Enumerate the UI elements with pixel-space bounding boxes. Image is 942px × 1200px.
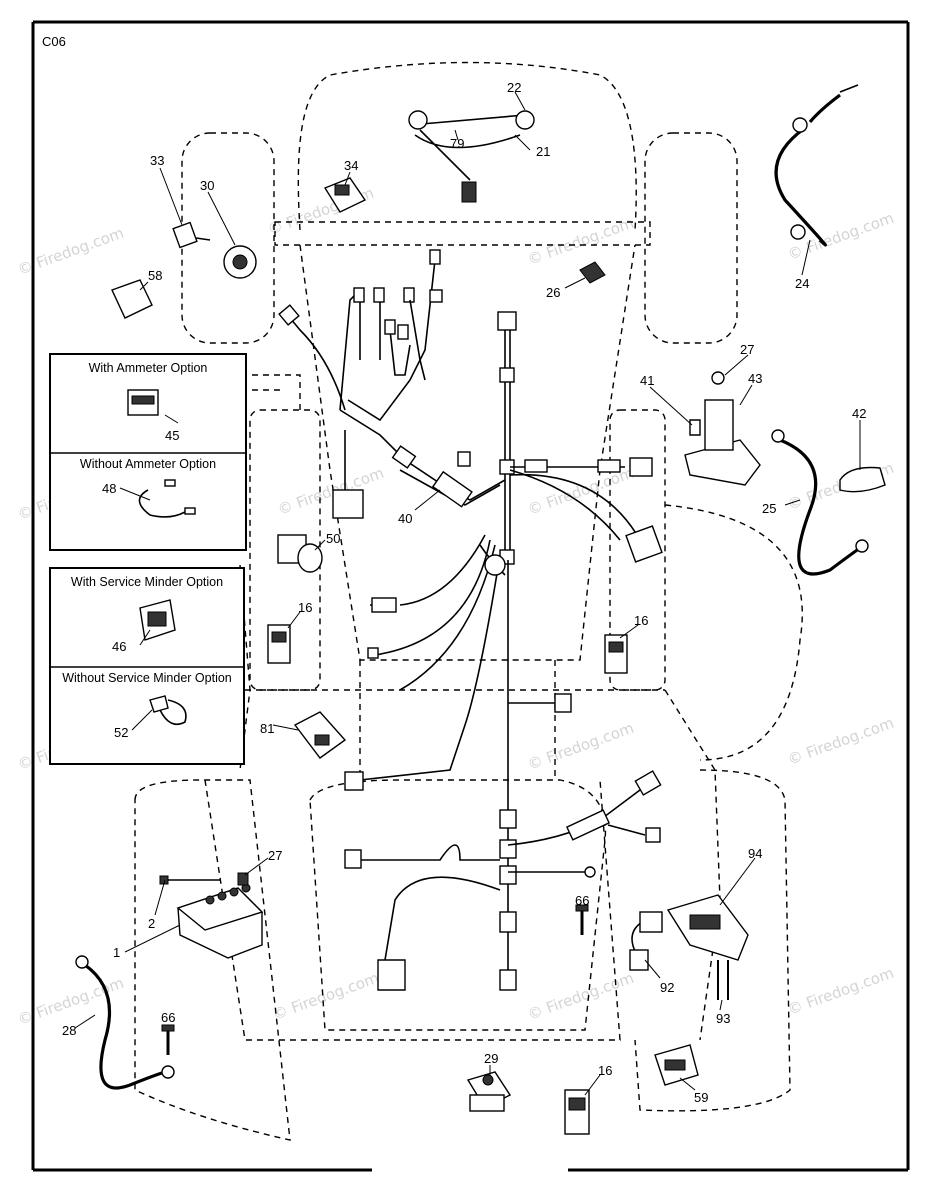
callout-81: 81 [260, 721, 274, 736]
switch-16-right [604, 634, 628, 674]
callout-66-left: 66 [161, 1010, 175, 1025]
callout-40: 40 [398, 511, 412, 526]
harness-connector [497, 311, 517, 331]
callout-58: 58 [148, 268, 162, 283]
module-59 [654, 1044, 699, 1086]
cable-24 [774, 84, 859, 247]
ammeter-with-label: With Ammeter Option [89, 361, 208, 375]
service-minder-panel: With Service Minder Option Without Servi… [49, 567, 245, 765]
wiring-harness [278, 249, 663, 991]
callout-labels: 22 79 21 34 33 30 58 24 26 27 41 43 42 2… [62, 80, 866, 1105]
cable-25 [771, 429, 886, 576]
solenoid-assembly [684, 371, 761, 486]
ammeter-without-label: Without Ammeter Option [80, 457, 216, 471]
callout-33: 33 [150, 153, 164, 168]
watermark: © Firedog.com [275, 464, 386, 519]
callout-59: 59 [694, 1090, 708, 1105]
callout-94: 94 [748, 846, 762, 861]
callout-41: 41 [640, 373, 654, 388]
diagram-frame [31, 20, 910, 1172]
plate-58 [111, 279, 153, 319]
callout-45: 45 [165, 428, 179, 443]
service-with-label: With Service Minder Option [71, 575, 223, 589]
callout-22: 22 [507, 80, 521, 95]
callout-48: 48 [102, 481, 116, 496]
switch-16-bottom [564, 1089, 590, 1135]
callout-30: 30 [200, 178, 214, 193]
callout-46: 46 [112, 639, 126, 654]
watermark: © Firedog.com [785, 964, 896, 1019]
switch-29 [466, 1071, 512, 1112]
callout-25: 25 [762, 501, 776, 516]
callout-29: 29 [484, 1051, 498, 1066]
callout-93: 93 [716, 1011, 730, 1026]
diagram-code: C06 [42, 34, 66, 49]
watermark: © Firedog.com [785, 714, 896, 769]
callout-16-bottom: 16 [598, 1063, 612, 1078]
mower-outline [134, 61, 803, 1141]
clip-26 [579, 261, 606, 284]
callout-52: 52 [114, 725, 128, 740]
cable-28 [75, 955, 175, 1090]
callout-27-bottom: 27 [268, 848, 282, 863]
callout-92: 92 [660, 980, 674, 995]
battery [159, 872, 264, 959]
headlight-harness [408, 110, 535, 203]
watermark: © Firedog.com [525, 969, 636, 1024]
callout-28: 28 [62, 1023, 76, 1038]
relay-81 [293, 711, 347, 759]
callout-16-left: 16 [298, 600, 312, 615]
callout-1: 1 [113, 945, 120, 960]
switch-16-left [267, 624, 291, 664]
service-without-label: Without Service Minder Option [62, 671, 232, 685]
watermark: © Firedog.com [270, 969, 381, 1024]
ignition-switch [172, 221, 257, 279]
callout-2: 2 [148, 916, 155, 931]
callout-16-right: 16 [634, 613, 648, 628]
watermark: © Firedog.com [525, 719, 636, 774]
ammeter-options-panel: With Ammeter Option Without Ammeter Opti… [49, 353, 247, 551]
callout-34: 34 [344, 158, 358, 173]
connector-50 [277, 534, 323, 573]
switch-34 [323, 177, 367, 213]
bolt-66 [161, 904, 589, 1055]
callout-43: 43 [748, 371, 762, 386]
leader-lines [74, 91, 861, 1096]
callout-27-top: 27 [740, 342, 754, 357]
callout-21: 21 [536, 144, 550, 159]
assembly-94 [629, 894, 749, 1000]
callout-66-right: 66 [575, 893, 589, 908]
callout-79: 79 [450, 136, 464, 151]
callout-24: 24 [795, 276, 809, 291]
callout-50: 50 [326, 531, 340, 546]
callout-26: 26 [546, 285, 560, 300]
callout-42: 42 [852, 406, 866, 421]
